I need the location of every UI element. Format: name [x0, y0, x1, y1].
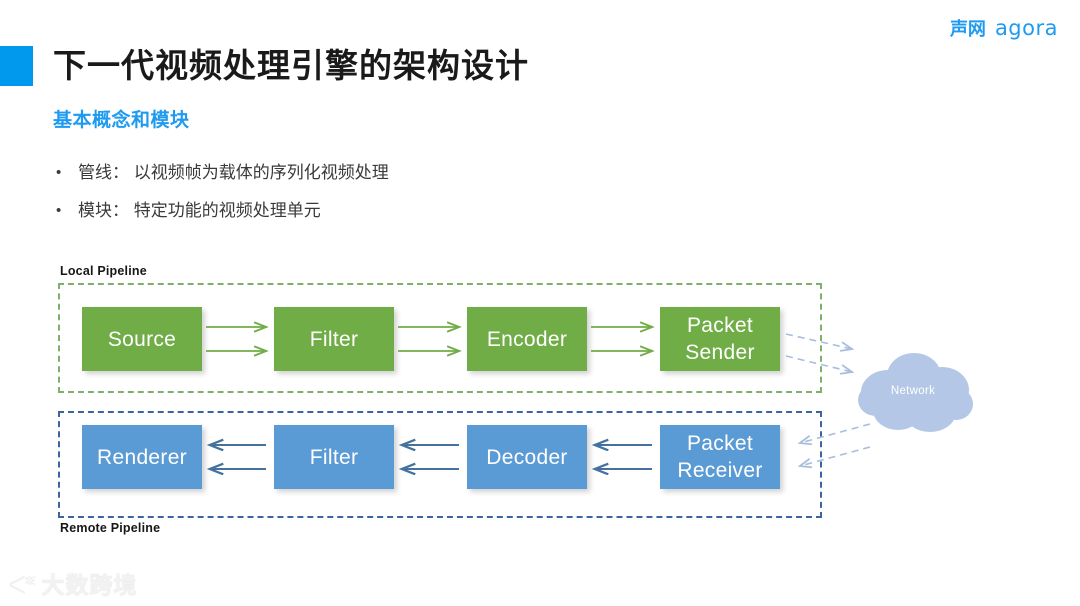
- node-local-filter[interactable]: Filter: [274, 307, 394, 371]
- brand-logo-cn: 声网: [949, 18, 986, 39]
- cloud-icon: [858, 353, 973, 432]
- bullet-marker-icon: •: [56, 164, 62, 181]
- arrow-decoder-to-filter: [402, 445, 459, 469]
- local-pipeline-frame: [58, 283, 822, 393]
- arrow-source-to-filter: [206, 327, 266, 351]
- node-source[interactable]: Source: [82, 307, 202, 371]
- brand-logo-en: agora: [994, 16, 1058, 40]
- arrow-encoder-to-packet-sender: [591, 327, 652, 351]
- watermark-logo-icon: ᐸᓫᓫ: [8, 571, 35, 600]
- arrow-filter-to-encoder: [398, 327, 459, 351]
- brand-logo: 声网 agora: [950, 18, 1058, 39]
- remote-pipeline-frame: [58, 411, 822, 518]
- bullet-list: • 管线： 以视频帧为载体的序列化视频处理 • 模块： 特定功能的视频处理单元: [50, 160, 690, 236]
- local-pipeline-label: Local Pipeline: [60, 264, 147, 278]
- arrow-packet-sender-to-network: [785, 333, 852, 372]
- page-subtitle: 基本概念和模块: [53, 110, 190, 131]
- network-cloud[interactable]: Network: [852, 348, 974, 434]
- list-item-text: 管线： 以视频帧为载体的序列化视频处理: [78, 163, 389, 182]
- watermark: ᐸᓫᓫ 大数跨境: [8, 573, 137, 598]
- node-decoder[interactable]: Decoder: [467, 425, 587, 489]
- watermark-text: 大数跨境: [41, 572, 138, 598]
- bullet-marker-icon: •: [56, 202, 62, 219]
- title-accent-bar: [0, 46, 33, 86]
- node-renderer[interactable]: Renderer: [82, 425, 202, 489]
- list-item: • 管线： 以视频帧为载体的序列化视频处理: [50, 160, 690, 186]
- arrow-network-to-packet-receiver: [800, 423, 871, 466]
- list-item: • 模块： 特定功能的视频处理单元: [50, 198, 690, 224]
- page-title: 下一代视频处理引擎的架构设计: [53, 47, 529, 84]
- node-remote-filter[interactable]: Filter: [274, 425, 394, 489]
- arrow-packet-receiver-to-decoder: [595, 445, 652, 469]
- arrow-filter-to-renderer: [210, 445, 266, 469]
- network-cloud-label: Network: [890, 385, 936, 397]
- node-packet-sender[interactable]: Packet Sender: [660, 307, 780, 371]
- remote-pipeline-label: Remote Pipeline: [60, 521, 161, 535]
- node-encoder[interactable]: Encoder: [467, 307, 587, 371]
- node-packet-receiver[interactable]: Packet Receiver: [660, 425, 780, 489]
- list-item-text: 模块： 特定功能的视频处理单元: [78, 201, 321, 220]
